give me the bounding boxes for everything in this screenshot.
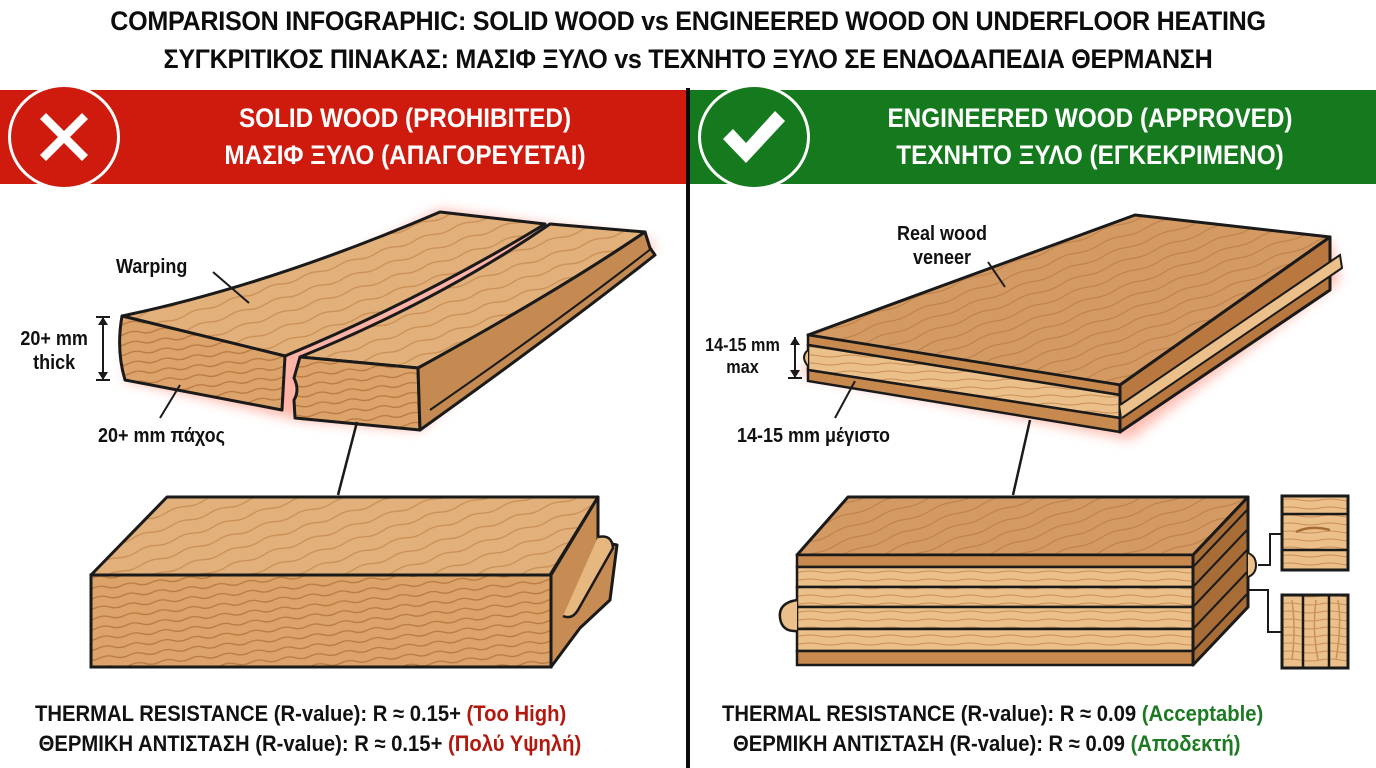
- solid-wood-heading: SOLID WOOD (PROHIBITED) ΜΑΣΙΦ ΞΥΛΟ (ΑΠΑΓ…: [153, 100, 657, 174]
- page-title-greek: ΣΥΓΚΡΙΤΙΚΟΣ ΠΙΝΑΚΑΣ: ΜΑΣΙΦ ΞΥΛΟ vs ΤΕΧΝΗ…: [163, 44, 1213, 74]
- solid-thickness-label-en: 20+ mm thick: [19, 327, 89, 375]
- engineered-thickness-label-en: 14-15 mm max: [693, 334, 792, 378]
- engineered-thickness-value: 14-15 mm: [705, 335, 780, 355]
- veneer-label: Real wood veneer: [888, 222, 996, 270]
- solid-r-value-gr: ΘΕΡΜΙΚΗ ΑΝΤΙΣΤΑΣΗ (R-value): R ≈ 0.15+ (…: [35, 729, 582, 759]
- veneer-label-line1: Real wood: [896, 223, 987, 245]
- veneer-label-line2: veneer: [912, 247, 972, 269]
- engineered-r-value-en: THERMAL RESISTANCE (R-value): R ≈ 0.09 (…: [722, 699, 1263, 729]
- solid-r-value-en: THERMAL RESISTANCE (R-value): R ≈ 0.15+ …: [35, 699, 581, 729]
- warping-label: Warping: [116, 256, 188, 278]
- solid-wood-heading-gr: ΜΑΣΙΦ ΞΥΛΟ (ΑΠΑΓΟΡΕΥΕΤΑΙ): [224, 140, 586, 170]
- engineered-r-verdict-gr: (Αποδεκτή): [1130, 731, 1241, 756]
- solid-wood-heading-en: SOLID WOOD (PROHIBITED): [238, 103, 572, 133]
- layer-detail-swatches: [1248, 494, 1350, 670]
- warped-solid-planks: [96, 210, 657, 496]
- engineered-wood-heading-gr: ΤΕΧΝΗΤΟ ΞΥΛΟ (ΕΓΚΕΚΡΙΜΕΝΟ): [896, 140, 1284, 170]
- center-divider: [686, 88, 690, 768]
- cross-layer-swatch: [1280, 494, 1350, 572]
- engineered-r-value-gr-text: ΘΕΡΜΙΚΗ ΑΝΤΙΣΤΑΣΗ (R-value): R ≈ 0.09: [733, 731, 1125, 756]
- engineered-thermal-resistance: THERMAL RESISTANCE (R-value): R ≈ 0.09 (…: [722, 699, 1263, 759]
- engineered-wood-heading-en: ENGINEERED WOOD (APPROVED): [887, 103, 1293, 133]
- solid-thickness-unit: thick: [33, 352, 76, 374]
- solid-r-value-en-text: THERMAL RESISTANCE (R-value): R ≈ 0.15+: [35, 701, 461, 726]
- engineered-block-closeup: [778, 495, 1258, 667]
- solid-thermal-resistance: THERMAL RESISTANCE (R-value): R ≈ 0.15+ …: [35, 699, 581, 759]
- check-mark-icon: [723, 111, 785, 163]
- x-mark-icon: [40, 113, 88, 161]
- engineered-wood-heading: ENGINEERED WOOD (APPROVED) ΤΕΧΝΗΤΟ ΞΥΛΟ …: [843, 100, 1338, 174]
- core-layer-swatch: [1280, 593, 1350, 670]
- solid-thickness-value: 20+ mm: [20, 328, 88, 350]
- engineered-thickness-unit: max: [726, 357, 759, 377]
- engineered-r-value-en-text: THERMAL RESISTANCE (R-value): R ≈ 0.09: [722, 701, 1137, 726]
- solid-wood-block-closeup: [89, 495, 619, 669]
- page-title-english: COMPARISON INFOGRAPHIC: SOLID WOOD vs EN…: [110, 6, 1266, 36]
- engineered-thickness-label-gr: 14-15 mm μέγιστο: [737, 425, 891, 447]
- engineered-plank: [788, 213, 1344, 496]
- solid-r-verdict-gr: (Πολύ Υψηλή): [448, 731, 582, 756]
- prohibited-badge: [8, 84, 120, 190]
- solid-r-value-gr-text: ΘΕΡΜΙΚΗ ΑΝΤΙΣΤΑΣΗ (R-value): R ≈ 0.15+: [38, 731, 443, 756]
- approved-badge: [698, 84, 810, 190]
- solid-r-verdict-en: (Too High): [466, 701, 567, 726]
- solid-thickness-label-gr: 20+ mm πάχος: [98, 425, 225, 447]
- engineered-r-verdict-en: (Acceptable): [1141, 701, 1264, 726]
- engineered-r-value-gr: ΘΕΡΜΙΚΗ ΑΝΤΙΣΤΑΣΗ (R-value): R ≈ 0.09 (Α…: [722, 729, 1263, 759]
